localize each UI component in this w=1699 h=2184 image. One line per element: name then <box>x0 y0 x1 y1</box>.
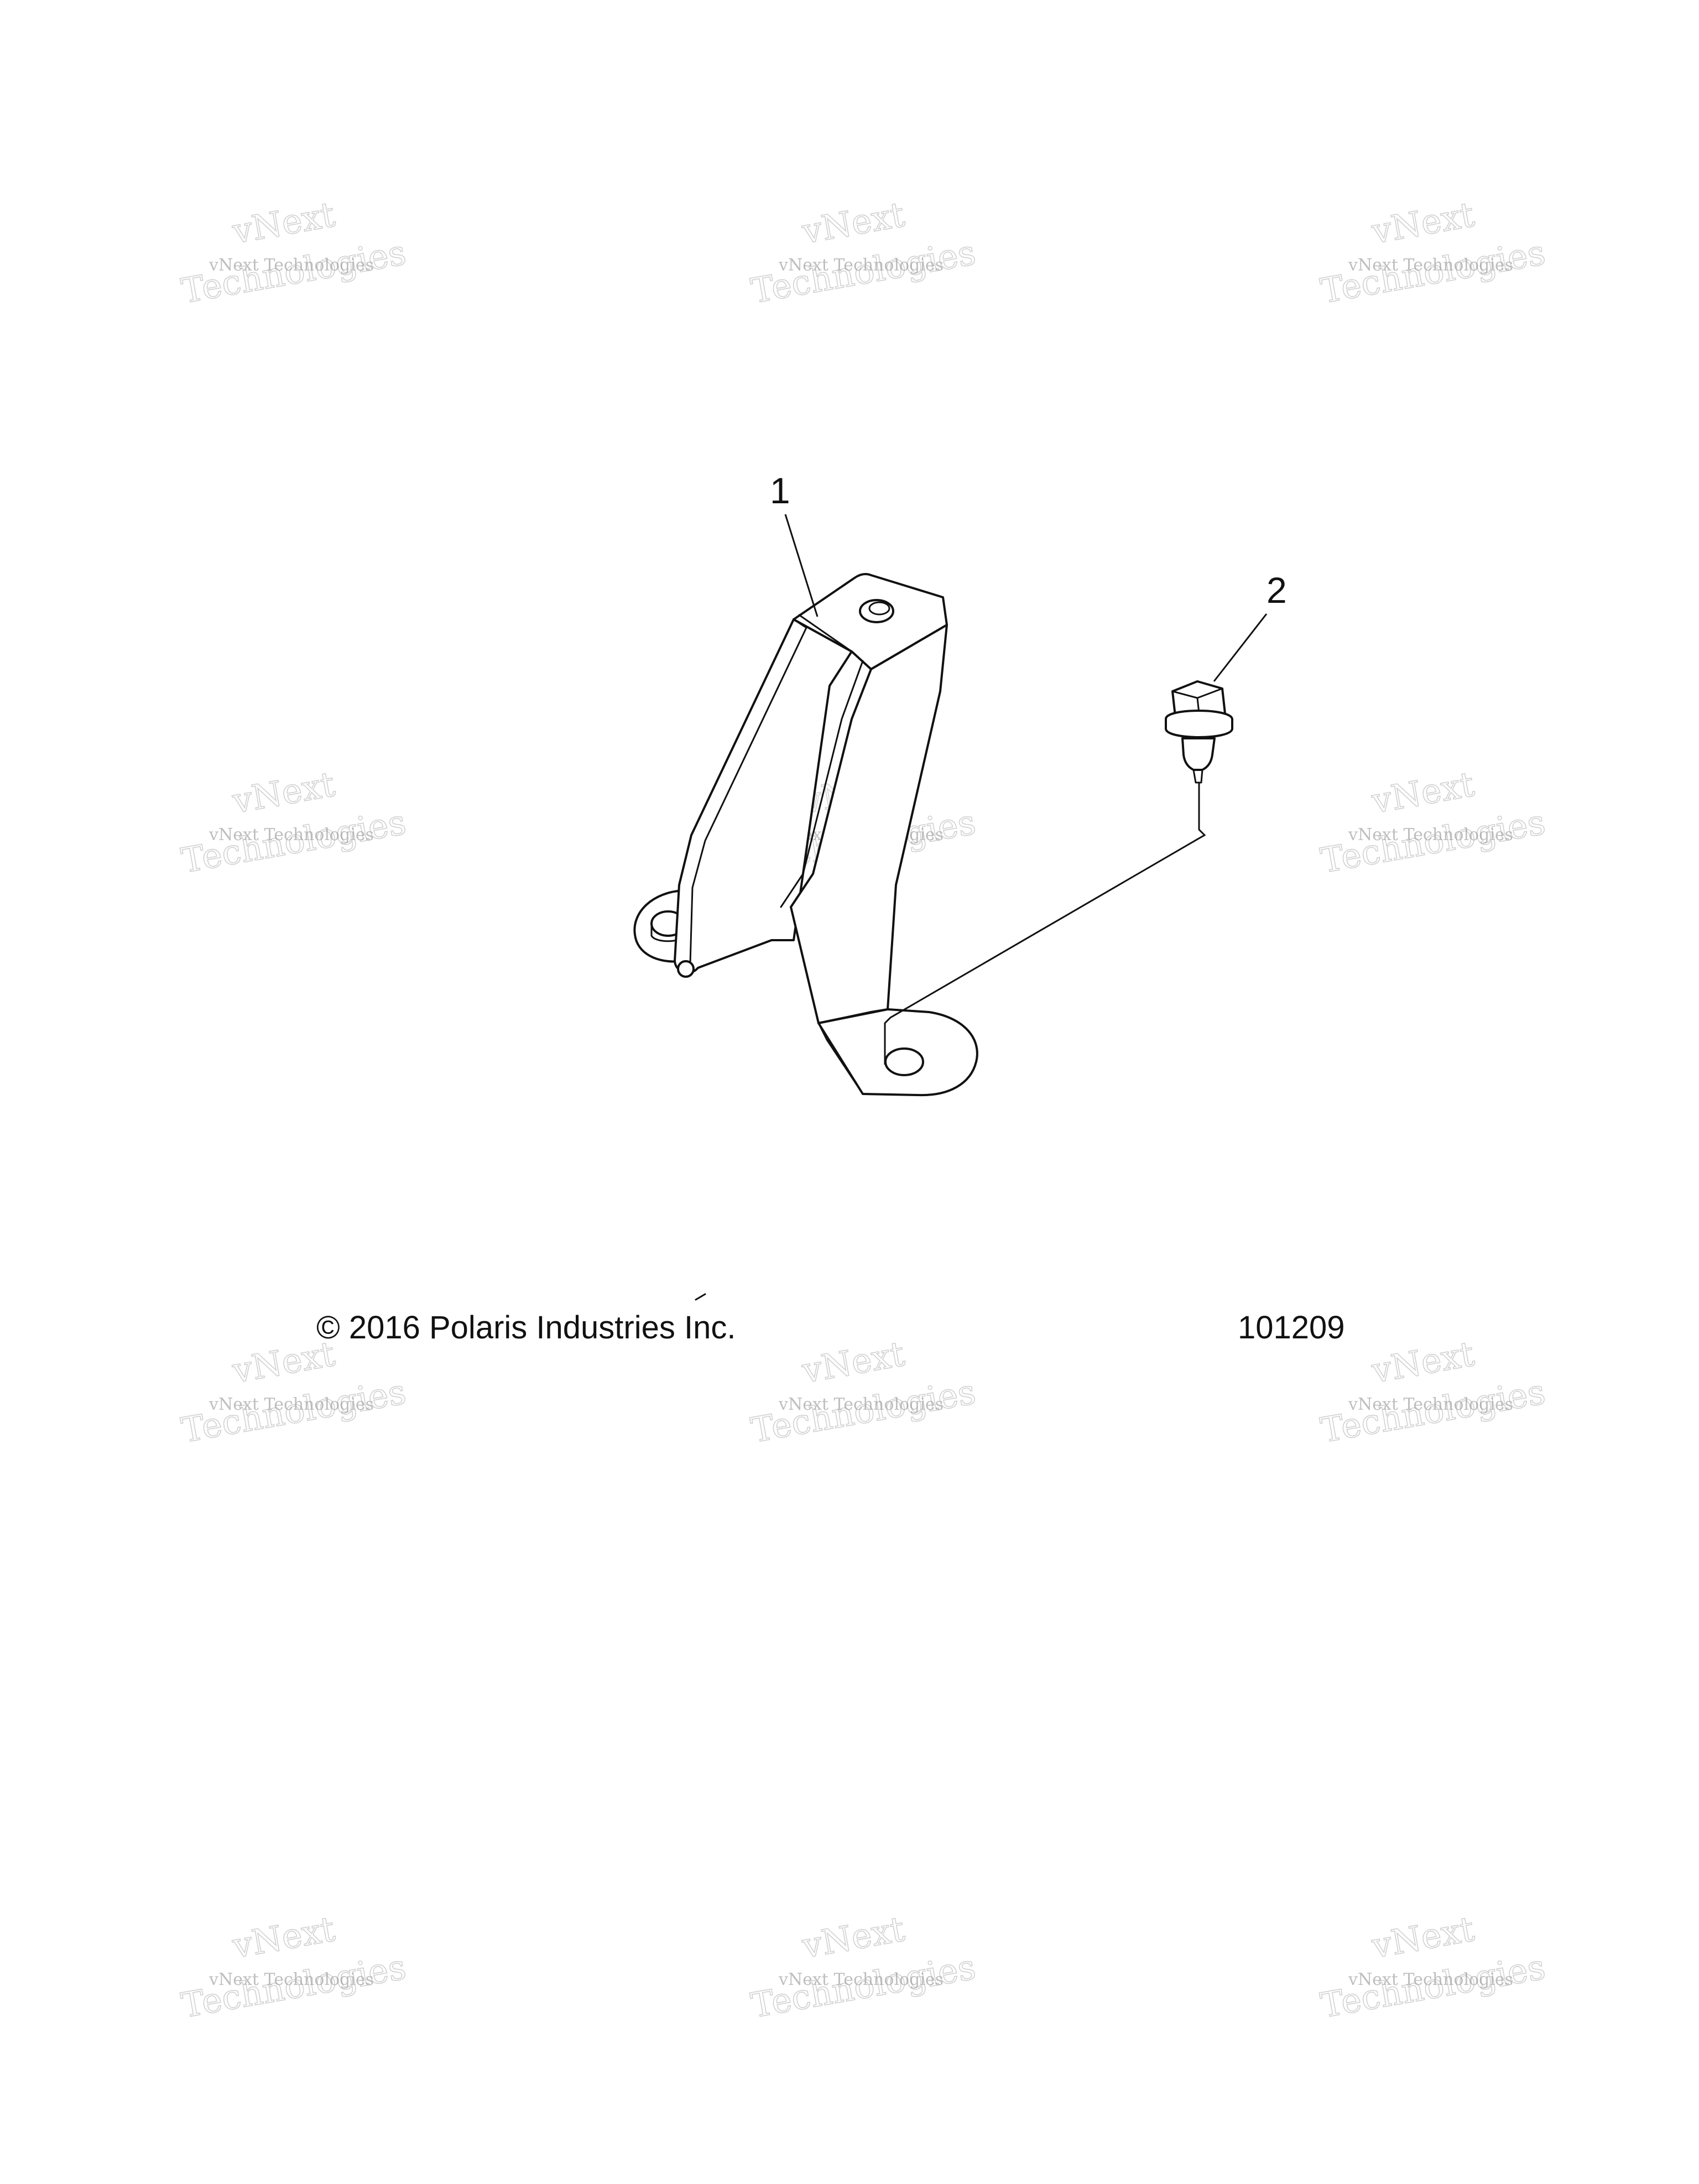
svg-text:vNext: vNext <box>229 194 338 252</box>
svg-text:Technologies: Technologies <box>748 1947 979 2026</box>
callout-1-leader <box>784 514 819 617</box>
svg-text:Technologies: Technologies <box>1318 802 1549 881</box>
svg-text:Technologies: Technologies <box>179 232 409 311</box>
svg-text:vNext Technologies: vNext Technologies <box>209 825 374 845</box>
svg-text:vNext: vNext <box>799 1333 908 1391</box>
watermark: vNext vNext Technologies Technologies <box>748 1333 979 1451</box>
svg-text:Technologies: Technologies <box>1318 1947 1549 2026</box>
bolt-tip <box>1192 769 1203 784</box>
svg-text:vNext: vNext <box>799 1909 908 1966</box>
watermark: vNext vNext Technologies Technologies <box>1317 194 1549 312</box>
svg-text:Technologies: Technologies <box>1318 1372 1549 1451</box>
svg-text:vNext Technologies: vNext Technologies <box>1348 825 1513 845</box>
bracket-top-hole-inner <box>868 601 890 616</box>
figure-number: 101209 <box>1238 1310 1345 1346</box>
bolt-part <box>1165 680 1233 784</box>
watermark: vNext vNext Technologies Technologies <box>178 194 409 312</box>
bolt-flange <box>1165 710 1233 738</box>
svg-text:vNext: vNext <box>799 194 908 252</box>
svg-text:Technologies: Technologies <box>179 1947 409 2026</box>
svg-text:vNext: vNext <box>229 764 338 821</box>
watermark: vNext vNext Technologies Technologies <box>1317 763 1549 882</box>
svg-text:Technologies: Technologies <box>179 1372 409 1451</box>
watermark: vNext vNext Technologies Technologies <box>1317 1333 1549 1451</box>
svg-text:vNext: vNext <box>229 1909 338 1966</box>
svg-text:vNext Technologies: vNext Technologies <box>778 1395 944 1414</box>
bracket-front-leg-edge-2 <box>780 660 864 908</box>
svg-text:Technologies: Technologies <box>748 1372 979 1451</box>
svg-text:Technologies: Technologies <box>748 232 979 311</box>
bracket-front-leg-edge <box>790 650 872 1024</box>
svg-text:vNext: vNext <box>1368 764 1477 821</box>
svg-text:vNext Technologies: vNext Technologies <box>1348 256 1513 275</box>
svg-text:vNext Technologies: vNext Technologies <box>778 1970 944 1989</box>
bracket-back-leg-rivet <box>677 960 695 978</box>
svg-text:vNext: vNext <box>1368 1909 1477 1966</box>
svg-text:vNext Technologies: vNext Technologies <box>1348 1395 1513 1414</box>
svg-text:vNext Technologies: vNext Technologies <box>209 1970 374 1989</box>
svg-text:Technologies: Technologies <box>1318 232 1549 311</box>
callout-2-leader <box>1213 613 1268 682</box>
bolt-installation-line <box>884 783 1206 1065</box>
watermark-grid: vNext vNext Technologies Technologies vN… <box>178 194 1549 2026</box>
watermark: vNext vNext Technologies Technologies <box>748 194 979 312</box>
watermark: vNext vNext Technologies Technologies <box>178 1908 409 2026</box>
bracket-right-foot-fold <box>817 1022 864 1095</box>
svg-text:vNext Technologies: vNext Technologies <box>1348 1970 1513 1989</box>
callout-leaders <box>784 514 1268 1065</box>
svg-text:vNext Technologies: vNext Technologies <box>209 256 374 275</box>
bolt-shank <box>1181 737 1216 771</box>
bracket-top-hole <box>859 599 894 623</box>
watermark: vNext vNext Technologies Technologies <box>1317 1908 1549 2026</box>
svg-text:vNext: vNext <box>1368 194 1477 252</box>
callout-2-label: 2 <box>1267 570 1287 611</box>
watermark: vNext vNext Technologies Technologies <box>178 763 409 882</box>
svg-text:vNext Technologies: vNext Technologies <box>209 1395 374 1414</box>
callout-1-label: 1 <box>770 470 790 511</box>
bracket-right-foot-hole <box>884 1047 924 1076</box>
copyright-text: © 2016 Polaris Industries Inc. <box>316 1310 736 1346</box>
svg-text:Technologies: Technologies <box>179 802 409 881</box>
svg-text:vNext: vNext <box>1368 1333 1477 1391</box>
watermark: vNext vNext Technologies Technologies <box>748 1908 979 2026</box>
bracket-part <box>633 572 978 1097</box>
svg-text:vNext Technologies: vNext Technologies <box>778 256 944 275</box>
stray-mark <box>695 1293 706 1301</box>
